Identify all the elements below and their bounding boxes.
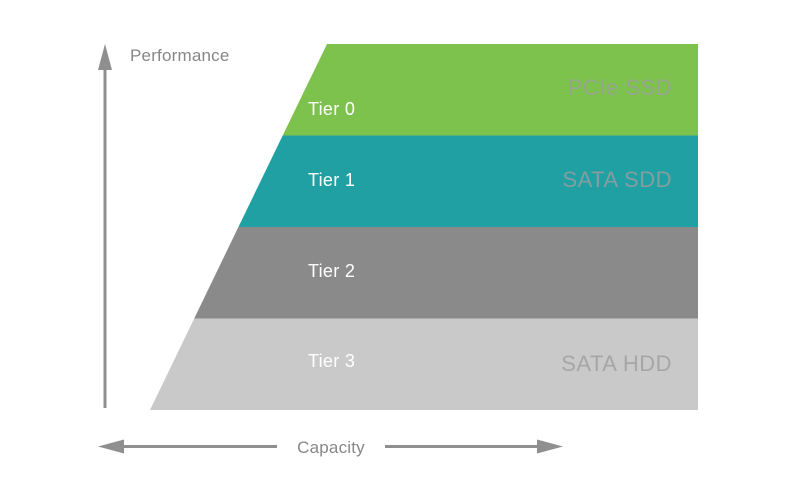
capacity-axis-label: Capacity	[297, 438, 365, 457]
tier-2-shape	[194, 227, 698, 319]
tier-2-label: Tier 2	[308, 261, 356, 281]
tier-0-media-label: PCIe SSD	[567, 75, 672, 100]
performance-axis-label: Performance	[130, 46, 230, 65]
left-arrowhead-icon	[98, 439, 124, 454]
tier-0-label: Tier 0	[308, 99, 356, 119]
tier-3-shape	[150, 318, 698, 410]
tier-0-shape	[282, 44, 698, 136]
tier-1-media-label: SATA SDD	[562, 167, 672, 192]
capacity-axis-left-arrow	[98, 439, 277, 454]
tier-3-label: Tier 3	[308, 351, 356, 371]
tier-1-shape	[238, 135, 698, 227]
tier-1-label: Tier 1	[308, 170, 356, 190]
performance-axis-arrow	[98, 44, 112, 408]
capacity-axis-right-arrow	[385, 439, 563, 454]
up-arrowhead-icon	[98, 44, 112, 70]
right-arrowhead-icon	[537, 439, 563, 454]
tier-3-media-label: SATA HDD	[561, 351, 672, 376]
